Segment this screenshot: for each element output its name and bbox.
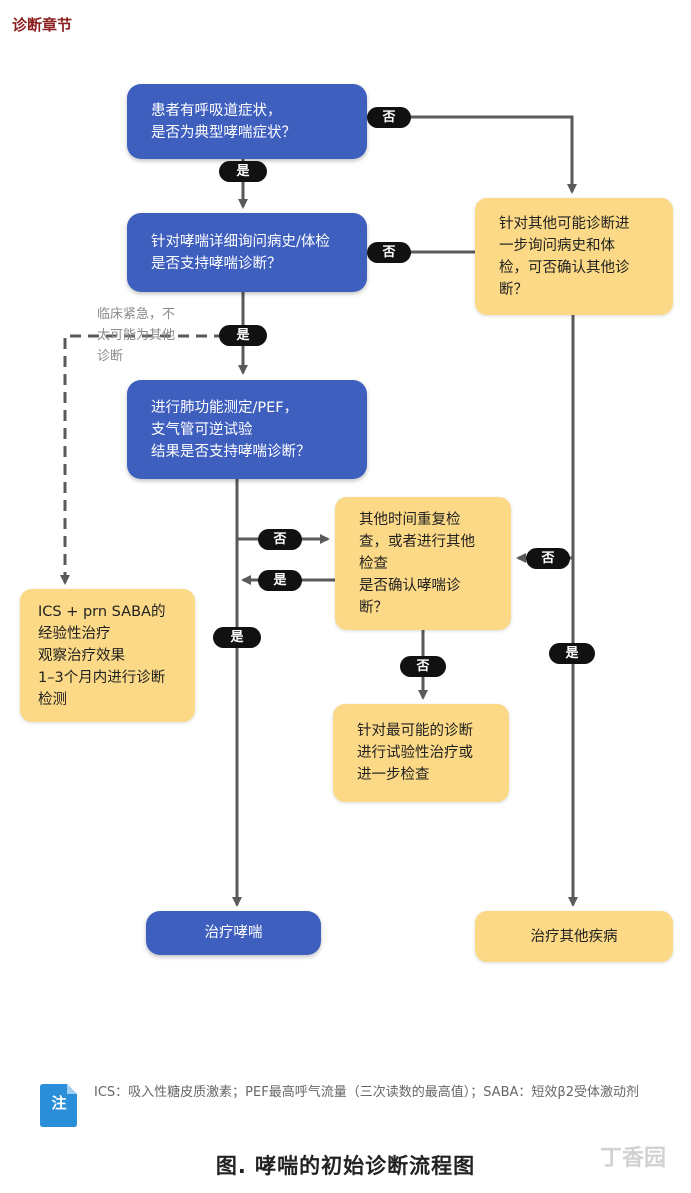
node-q1: 患者有呼吸道症状， 是否为典型哮喘症状？ [127, 84, 367, 159]
label-yes-otherdx: 是 [549, 643, 595, 664]
label-yes-repeat: 是 [258, 570, 302, 591]
figure-caption: 图. 哮喘的初始诊断流程图 [215, 1154, 476, 1178]
watermark: 丁香园 [600, 1146, 667, 1171]
edge-q2-ics-dashed [60, 334, 225, 585]
label-no-q1: 否 [367, 107, 411, 128]
label-yes-q1: 是 [219, 161, 267, 182]
node-q3: 进行肺功能测定/PEF， 支气管可逆试验 结果是否支持哮喘诊断？ [127, 380, 367, 479]
note-icon-label: 注 [51, 1094, 67, 1112]
urgent-side-note: 临床紧急，不 太可能为其他 诊断 [97, 307, 176, 364]
node-trial-treatment: 针对最可能的诊断 进行试验性治疗或 进一步检查 [333, 704, 509, 802]
node-treat-other: 治疗其他疾病 [475, 911, 673, 962]
edge-q1-otherdx [367, 115, 577, 194]
label-no-otherdx: 否 [367, 242, 411, 263]
label-no-repeat: 否 [400, 656, 446, 677]
node-repeat-test: 其他时间重复检 查，或者进行其他 检查 是否确认哮喘诊 断？ [335, 497, 511, 630]
label-no-q3: 否 [258, 529, 302, 550]
note-icon: 注 [39, 1082, 79, 1128]
section-header: 诊断章节 [12, 16, 73, 34]
label-no-otherdx-2: 否 [526, 548, 570, 569]
node-treat-asthma: 治疗哮喘 [146, 911, 321, 955]
label-yes-q3: 是 [213, 627, 261, 648]
node-ics-empirical: ICS + prn SABA的 经验性治疗 观察治疗效果 1–3个月内进行诊断 … [20, 589, 195, 722]
abbreviation-note: ICS：吸入性糖皮质激素；PEF最高呼气流量（三次读数的最高值）；SABA：短效… [94, 1085, 639, 1100]
label-yes-q2: 是 [219, 325, 267, 346]
node-other-diagnosis: 针对其他可能诊断进 一步询问病史和体 检，可否确认其他诊 断？ [475, 198, 673, 315]
node-q2: 针对哮喘详细询问病史/体检 是否支持哮喘诊断？ [127, 213, 367, 292]
